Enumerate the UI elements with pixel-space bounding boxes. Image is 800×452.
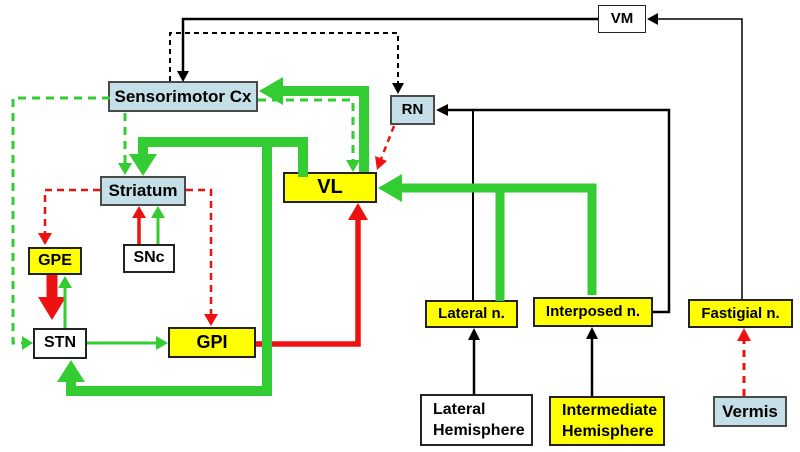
- arrow-stn-to-gpi: [87, 336, 168, 350]
- arrow-lateral-hemisphere-to-lateral-n: [468, 328, 480, 394]
- node-snc: SNc: [123, 244, 175, 273]
- arrow-vm-to-cx: [177, 17, 598, 82]
- node-sensorimotor-cx: Sensorimotor Cx: [108, 81, 258, 112]
- arrow-cerebellar-nuclei-to-rn: [436, 104, 671, 314]
- arrow-stn-to-gpe: [58, 276, 72, 328]
- arrow-vl-to-cx: [259, 77, 369, 172]
- arrow-intermediate-hemisphere-to-interposed-n: [586, 327, 598, 396]
- node-lateral-n-label: Lateral n.: [438, 305, 505, 323]
- arrow-snc-to-striatum-green: [151, 206, 165, 244]
- arrow-vermis-to-fastigial-dashed: [737, 328, 751, 396]
- node-lateral-hemisphere-line2: Hemisphere: [433, 422, 525, 439]
- arrow-fastigial-to-vm: [647, 13, 743, 299]
- node-vl-label: VL: [317, 176, 343, 198]
- node-interposed-n: Interposed n.: [533, 297, 653, 327]
- node-intermediate-hemisphere-line2: Hemisphere: [562, 423, 654, 440]
- node-vermis-label: Vermis: [722, 401, 778, 421]
- arrow-gpi-to-vl: [256, 203, 368, 347]
- arrow-cerebellar-nuclei-to-vl: [378, 174, 597, 301]
- arrow-cx-to-vl-dashed: [258, 98, 360, 172]
- node-fastigial-n: Fastigial n.: [688, 299, 793, 328]
- node-gpe-label: GPE: [38, 251, 72, 269]
- node-snc-label: SNc: [133, 249, 165, 267]
- node-rn: RN: [390, 95, 435, 125]
- node-gpi-label: GPI: [196, 332, 228, 353]
- node-vm-label: VM: [610, 10, 634, 28]
- arrow-cx-to-stn-dashed: [11, 96, 110, 350]
- arrow-cx-to-striatum-dashed: [118, 113, 132, 175]
- node-striatum: Striatum: [100, 176, 186, 206]
- node-stn-label: STN: [44, 334, 76, 352]
- node-stn: STN: [33, 328, 87, 359]
- node-lateral-hemisphere-line1: Lateral: [433, 400, 486, 418]
- node-fastigial-n-label: Fastigial n.: [701, 304, 780, 322]
- arrow-striatum-to-gpi-dashed: [186, 188, 218, 326]
- arrow-striatum-to-gpe-dashed: [38, 188, 100, 245]
- node-sensorimotor-cx-label: Sensorimotor Cx: [114, 86, 252, 106]
- node-vl: VL: [283, 172, 377, 203]
- node-striatum-label: Striatum: [108, 181, 178, 201]
- arrow-gpe-to-stn: [38, 275, 66, 320]
- node-rn-label: RN: [401, 101, 424, 119]
- node-gpi: GPI: [168, 327, 256, 358]
- node-interposed-n-label: Interposed n.: [545, 303, 641, 321]
- arrow-rn-to-vl-dashed: [375, 125, 396, 170]
- node-gpe: GPE: [28, 247, 82, 275]
- node-lateral-n: Lateral n.: [425, 300, 518, 328]
- node-lateral-hemisphere: Lateral Hemisphere: [420, 394, 533, 446]
- node-vermis: Vermis: [713, 396, 787, 427]
- node-intermediate-hemisphere: Intermediate Hemisphere: [549, 396, 665, 446]
- arrow-snc-to-striatum-red: [132, 206, 146, 244]
- node-vm: VM: [598, 5, 646, 33]
- node-intermediate-hemisphere-line1: Intermediate: [562, 401, 658, 419]
